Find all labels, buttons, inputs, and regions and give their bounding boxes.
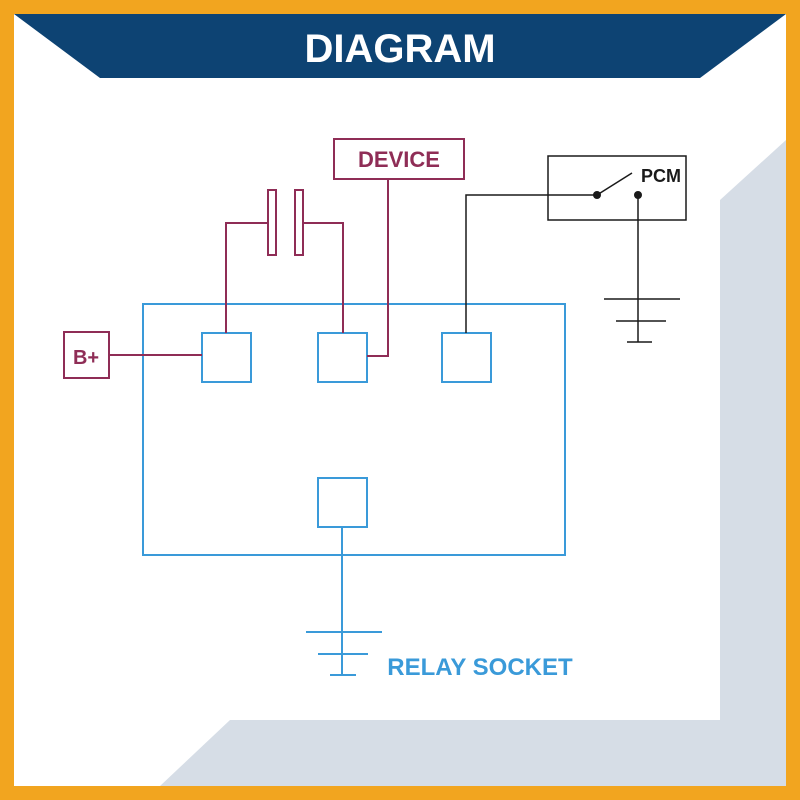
pcm-wire <box>465 194 597 333</box>
header-title: DIAGRAM <box>304 27 495 71</box>
shadow-bottom <box>160 720 786 786</box>
relay-wiring-diagram: DIAGRAM RELAY SOCKET B+ DEVICE PCM <box>14 14 786 786</box>
pcm-switch-arm <box>596 172 633 196</box>
bplus-box <box>63 331 110 379</box>
switch-plate-right <box>294 189 304 256</box>
pcm-box <box>547 155 687 221</box>
pcm-label: PCM <box>641 166 681 186</box>
terminal-4 <box>317 477 368 528</box>
terminal-1 <box>201 332 252 383</box>
switch-plate-left <box>267 189 277 256</box>
switch-wire-right <box>303 222 344 333</box>
bplus-label: B+ <box>73 347 99 369</box>
terminal-3 <box>441 332 492 383</box>
device-box <box>333 138 465 180</box>
switch-wire-left <box>225 222 268 333</box>
relay-socket-outline <box>142 303 566 556</box>
device-label: DEVICE <box>358 147 440 172</box>
relay-socket-label: RELAY SOCKET <box>387 654 573 681</box>
header-banner <box>14 14 786 78</box>
device-wire <box>367 179 389 357</box>
shadow-right <box>720 140 786 786</box>
terminal-2 <box>317 332 368 383</box>
